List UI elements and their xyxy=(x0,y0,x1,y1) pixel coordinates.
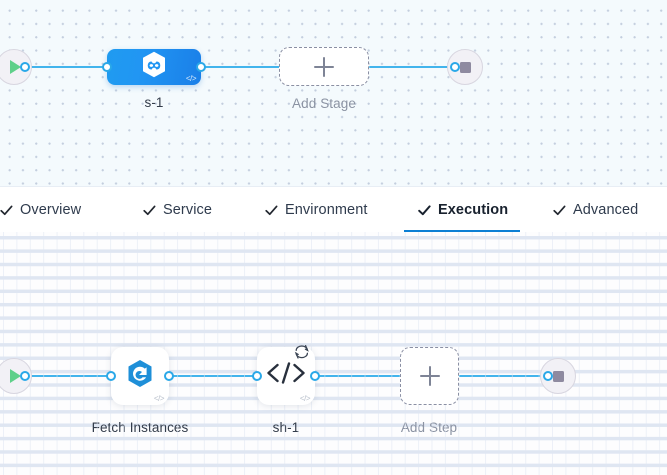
plus-icon xyxy=(419,366,440,386)
check-icon xyxy=(0,204,13,217)
stage-node-s-1[interactable]: </> xyxy=(107,49,201,85)
stop-icon xyxy=(552,370,564,382)
end-node-input-port[interactable] xyxy=(543,371,553,381)
step-node-fetch-instances-label: Fetch Instances xyxy=(91,420,189,435)
tab-advanced-label: Advanced xyxy=(573,202,639,218)
connector-sh-1-to-add-step xyxy=(317,375,400,378)
code-icon: </> xyxy=(299,394,311,403)
harness-hexagon-icon xyxy=(141,51,167,84)
connector-add-stage-to-end xyxy=(369,66,455,69)
stop-icon xyxy=(459,61,471,73)
fetch-instances-output-port[interactable] xyxy=(164,371,174,381)
check-icon xyxy=(143,204,156,217)
code-icon: </> xyxy=(153,394,165,403)
end-node-input-port[interactable] xyxy=(450,62,460,72)
execution-step-canvas[interactable]: </> Fetch Instances xyxy=(0,232,667,475)
stage-node-input-port[interactable] xyxy=(102,62,112,72)
tab-execution-label: Execution xyxy=(438,202,509,218)
retry-loop-icon xyxy=(293,344,311,365)
play-icon xyxy=(10,369,21,383)
plus-icon xyxy=(314,56,334,77)
tab-overview-label: Overview xyxy=(20,202,82,218)
pipeline-config-tabs: Overview Service Environment xyxy=(0,186,667,233)
tab-execution[interactable]: Execution xyxy=(404,187,520,233)
step-node-fetch-instances[interactable]: </> xyxy=(111,347,169,405)
tab-service[interactable]: Service xyxy=(143,187,212,233)
tab-advanced[interactable]: Advanced xyxy=(553,187,638,233)
sh-1-input-port[interactable] xyxy=(252,371,262,381)
check-icon xyxy=(418,204,431,217)
tab-service-label: Service xyxy=(163,202,213,218)
add-stage-label: Add Stage xyxy=(292,96,356,111)
add-step-label: Add Step xyxy=(400,420,458,435)
stage-node-output-port[interactable] xyxy=(196,62,206,72)
connector-fetch-instances-to-sh-1 xyxy=(171,375,257,378)
add-stage-button[interactable] xyxy=(279,47,369,86)
sh-1-output-port[interactable] xyxy=(310,371,320,381)
tab-overview[interactable]: Overview xyxy=(0,187,81,233)
play-icon xyxy=(10,60,21,74)
tab-active-underline xyxy=(404,230,520,233)
connector-add-step-to-end xyxy=(459,375,548,378)
connector-start-to-stage xyxy=(25,66,111,69)
connector-stage-to-add-stage xyxy=(198,66,280,69)
code-icon: </> xyxy=(185,74,197,83)
connector-start-to-fetch-instances xyxy=(25,375,111,378)
tab-environment-label: Environment xyxy=(285,202,368,218)
shell-script-code-icon xyxy=(265,361,307,391)
pipeline-stage-canvas[interactable]: </> s-1 Add Stage xyxy=(0,0,667,186)
step-node-sh-1-label: sh-1 xyxy=(272,420,300,435)
azure-webapp-icon xyxy=(127,359,154,393)
stage-node-label: s-1 xyxy=(144,95,164,110)
check-icon xyxy=(265,204,278,217)
fetch-instances-input-port[interactable] xyxy=(106,371,116,381)
check-icon xyxy=(553,204,566,217)
start-node-output-port[interactable] xyxy=(20,62,30,72)
start-node-output-port[interactable] xyxy=(20,371,30,381)
tab-environment[interactable]: Environment xyxy=(265,187,368,233)
add-step-button[interactable] xyxy=(400,347,459,405)
